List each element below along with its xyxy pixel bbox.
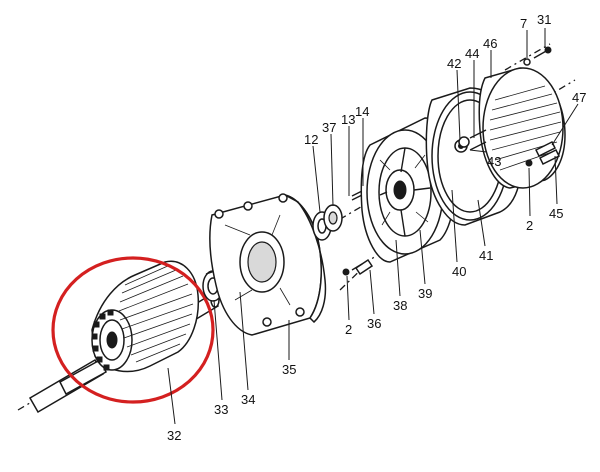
callout-32: 32 bbox=[167, 428, 181, 443]
nut-42-44 bbox=[458, 129, 487, 148]
callout-43: 43 bbox=[487, 154, 501, 169]
callout-45: 45 bbox=[549, 206, 563, 221]
washer-7 bbox=[523, 58, 531, 66]
callout-labels: 7 31 46 42 44 14 13 37 12 47 43 2 45 40 … bbox=[167, 12, 586, 443]
callout-35: 35 bbox=[282, 362, 296, 377]
callout-12: 12 bbox=[304, 132, 318, 147]
callout-46: 46 bbox=[483, 36, 497, 51]
callout-41: 41 bbox=[479, 248, 493, 263]
callout-2-upper: 2 bbox=[526, 218, 533, 233]
callout-7: 7 bbox=[520, 16, 527, 31]
callout-42: 42 bbox=[447, 56, 461, 71]
callout-44: 44 bbox=[465, 46, 479, 61]
callout-31: 31 bbox=[537, 12, 551, 27]
end-shield-35 bbox=[209, 193, 327, 336]
bolt-36 bbox=[342, 258, 374, 276]
end-cover-46 bbox=[478, 67, 566, 189]
callout-33: 33 bbox=[214, 402, 228, 417]
highlight-circle-32 bbox=[51, 256, 215, 404]
bearing-37 bbox=[323, 204, 343, 232]
callout-13: 13 bbox=[341, 112, 355, 127]
terminal-bolts-45-47 bbox=[525, 140, 561, 167]
screw-43 bbox=[469, 141, 487, 151]
callout-37: 37 bbox=[322, 120, 336, 135]
callout-34: 34 bbox=[241, 392, 255, 407]
callout-36: 36 bbox=[367, 316, 381, 331]
callout-38: 38 bbox=[393, 298, 407, 313]
leader-lines bbox=[167, 28, 579, 425]
callout-47: 47 bbox=[572, 90, 586, 105]
callout-39: 39 bbox=[418, 286, 432, 301]
rotor-armature-32 bbox=[28, 260, 220, 414]
callout-14: 14 bbox=[355, 104, 369, 119]
callout-40: 40 bbox=[452, 264, 466, 279]
screw-31 bbox=[533, 46, 552, 59]
callout-2-lower: 2 bbox=[345, 322, 352, 337]
